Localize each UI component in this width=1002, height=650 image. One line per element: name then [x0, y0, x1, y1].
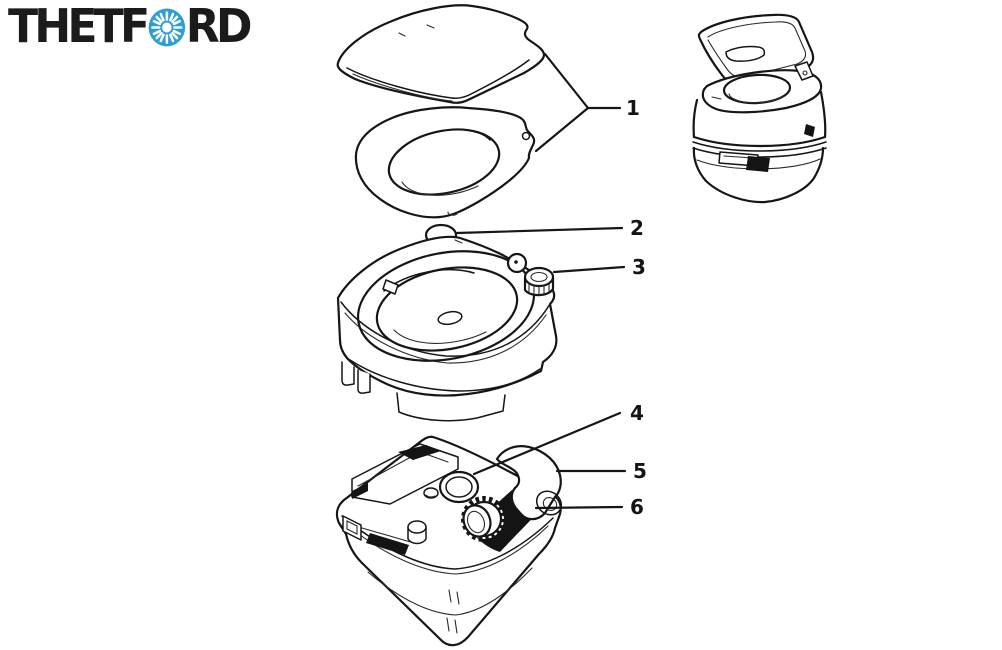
seat-lid-drawing — [336, 4, 546, 104]
callout-label-2: 2 — [630, 216, 644, 240]
callout-2: 2 — [455, 216, 644, 240]
callout-label-4: 4 — [630, 401, 644, 425]
callout-label-5: 5 — [633, 459, 647, 483]
callout-5: 5 — [555, 459, 647, 483]
callout-label-3: 3 — [632, 255, 646, 279]
callout-1: 1 — [534, 52, 640, 153]
callout-4: 4 — [472, 401, 644, 476]
callout-label-1: 1 — [626, 96, 640, 120]
callout-6: 6 — [534, 495, 644, 519]
assembled-toilet-thumbnail — [692, 13, 827, 204]
waste-tank-drawing — [335, 435, 563, 647]
flush-tank-drawing — [336, 235, 558, 422]
callout-label-6: 6 — [630, 495, 644, 519]
vent-knob-drawing — [461, 496, 507, 542]
logo-text-suffix: RD — [185, 0, 253, 53]
logo-text-prefix: THETF — [8, 0, 150, 53]
callout-3: 3 — [552, 255, 646, 279]
seat-ring-drawing — [354, 106, 536, 219]
spout-cap-drawing — [523, 266, 555, 297]
starburst-icon — [148, 8, 186, 46]
thetford-logo: THETF RD — [8, 0, 253, 53]
